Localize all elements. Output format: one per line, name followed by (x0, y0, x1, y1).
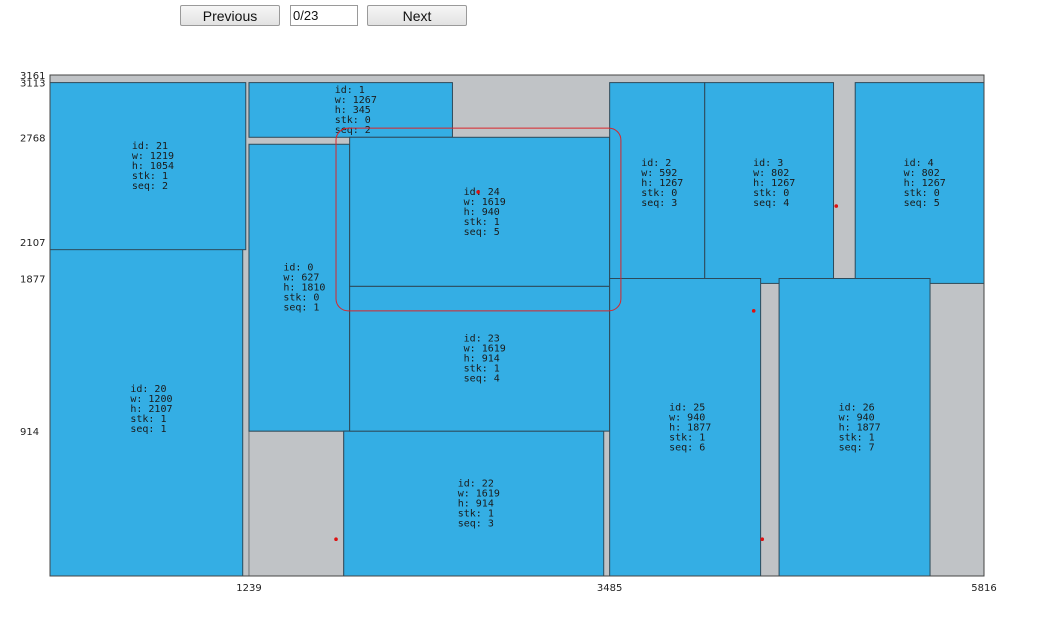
box-3 (704, 82, 835, 284)
box-3-label: id: 3 (753, 158, 783, 169)
box-25-label: w: 940 (669, 412, 705, 423)
box-2-label: stk: 0 (641, 188, 677, 199)
box-23-label: w: 1619 (464, 344, 506, 355)
box-3-label: h: 1267 (753, 178, 795, 189)
box-22-label: h: 914 (458, 499, 494, 510)
box-24-label: stk: 1 (464, 217, 500, 228)
box-4-label: w: 802 (904, 168, 940, 179)
box-22-label: stk: 1 (458, 509, 494, 520)
x-tick-label: 3485 (597, 583, 622, 594)
box-22 (343, 430, 605, 577)
marker-dot (751, 309, 756, 313)
marker-dot (476, 190, 480, 194)
box-3-label: stk: 0 (753, 188, 789, 199)
box-20 (49, 241, 244, 577)
box-25-label: h: 1877 (669, 422, 711, 433)
box-24-label: id: 24 (464, 187, 500, 198)
box-21 (49, 82, 247, 251)
x-tick-label: 1239 (236, 583, 261, 594)
box-4-label: stk: 0 (904, 188, 940, 199)
box-20-label: h: 2107 (130, 404, 172, 415)
box-22-label: w: 1619 (458, 489, 500, 500)
previous-button[interactable]: Previous (180, 5, 280, 26)
box-2-label: seq: 3 (641, 198, 677, 209)
box-21-label: h: 1054 (132, 161, 174, 172)
box-20-label: w: 1200 (130, 394, 172, 405)
box-25-label: id: 25 (669, 402, 705, 413)
box-0-label: seq: 1 (283, 303, 319, 314)
box-1-label: w: 1267 (335, 95, 377, 106)
box-3-label: w: 802 (753, 168, 789, 179)
box-0-label: w: 627 (283, 273, 319, 284)
box-1-label: seq: 2 (335, 125, 371, 136)
box-2-label: id: 2 (641, 158, 671, 169)
box-0-label: stk: 0 (283, 293, 319, 304)
box-21-label: stk: 1 (132, 171, 168, 182)
box-20-label: id: 20 (130, 384, 166, 395)
box-26-label: id: 26 (839, 402, 875, 413)
box-4-label: h: 1267 (904, 178, 946, 189)
box-23-label: stk: 1 (464, 364, 500, 375)
box-25-label: stk: 1 (669, 432, 705, 443)
marker-dot (334, 537, 338, 542)
box-23-label: h: 914 (464, 354, 500, 365)
box-0 (248, 143, 351, 432)
box-26-label: seq: 7 (839, 442, 875, 453)
box-4-label: id: 4 (904, 158, 934, 169)
box-24-label: w: 1619 (464, 197, 506, 208)
box-24 (349, 136, 611, 287)
x-tick-label: 5816 (971, 583, 996, 594)
box-25-label: seq: 6 (669, 442, 705, 453)
empty-region (248, 430, 345, 577)
next-button[interactable]: Next (367, 5, 467, 26)
box-4 (854, 82, 985, 284)
box-22-label: seq: 3 (458, 519, 494, 530)
plot-frame (49, 74, 985, 577)
box-26-label: w: 940 (839, 412, 875, 423)
box-24-label: seq: 5 (464, 227, 500, 238)
y-tick-label: 914 (20, 427, 39, 438)
y-tick-label: 1877 (20, 275, 45, 286)
marker-dot (760, 537, 765, 542)
box-21-label: seq: 2 (132, 181, 168, 192)
box-23-label: id: 23 (464, 334, 500, 345)
page-indicator-input[interactable] (290, 5, 358, 26)
y-tick-label: 2768 (20, 133, 45, 144)
box-1-label: stk: 0 (335, 115, 371, 126)
box-24-label: h: 940 (464, 207, 500, 218)
marker-dot (834, 204, 839, 208)
box-1-label: id: 1 (335, 85, 365, 96)
box-25 (609, 278, 762, 577)
box-21-label: w: 1219 (132, 151, 174, 162)
box-2-label: h: 1267 (641, 178, 683, 189)
box-2 (609, 82, 706, 284)
box-26-label: stk: 1 (839, 432, 875, 443)
box-20-label: stk: 1 (130, 414, 166, 425)
box-0-label: id: 0 (283, 263, 313, 274)
y-tick-label: 2107 (20, 238, 45, 249)
y-tick-label: 3161 (20, 71, 45, 82)
y-tick-label: 3113 (20, 79, 45, 90)
box-26-label: h: 1877 (839, 422, 881, 433)
box-2-label: w: 592 (641, 168, 677, 179)
box-21-label: id: 21 (132, 141, 168, 152)
box-0-label: h: 1810 (283, 283, 325, 294)
box-4-label: seq: 5 (904, 198, 940, 209)
box-1-label: h: 345 (335, 105, 371, 116)
box-26 (778, 278, 931, 577)
box-22-label: id: 22 (458, 479, 494, 490)
box-23-label: seq: 4 (464, 374, 500, 385)
box-20-label: seq: 1 (130, 424, 166, 435)
highlight-outline (335, 127, 622, 312)
box-3-label: seq: 4 (753, 198, 789, 209)
